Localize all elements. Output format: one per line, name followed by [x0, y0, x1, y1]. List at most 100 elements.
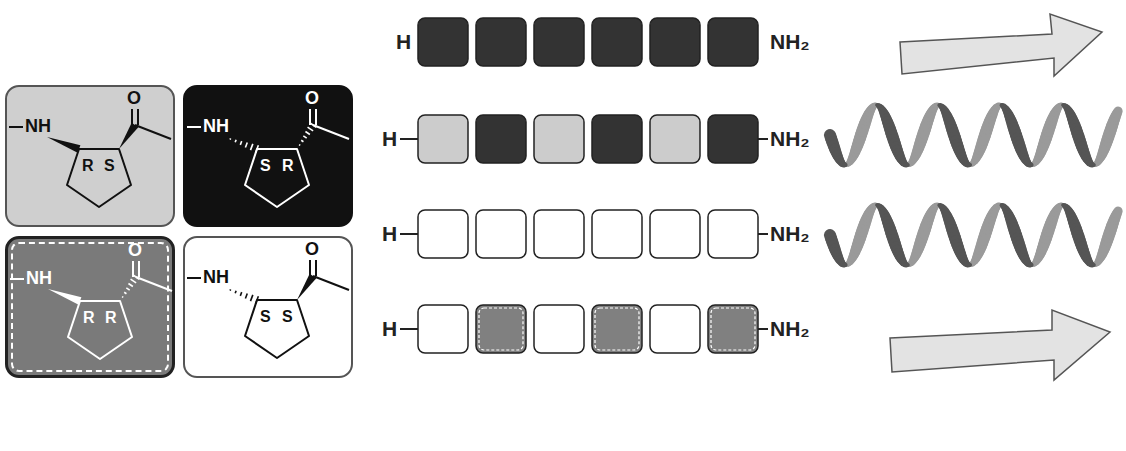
helix-front [844, 163, 845, 167]
bond-line [400, 233, 418, 235]
residue-tile: NH O SS [183, 236, 353, 378]
helix-front [969, 263, 970, 266]
hash-bond [240, 292, 241, 296]
double-bond [131, 109, 133, 125]
ring [245, 149, 309, 207]
residue-dash [595, 308, 639, 350]
helix-back [1117, 211, 1118, 213]
double-bond [309, 260, 311, 276]
stereo-label: R [105, 309, 117, 327]
residue-square [592, 305, 642, 353]
hash-bond [124, 292, 126, 293]
residue-square [534, 115, 584, 163]
residue-square [592, 115, 642, 163]
residue-square [476, 210, 526, 258]
stereo-label: S [260, 157, 271, 175]
amine-label: NH [25, 117, 51, 135]
double-bond [309, 109, 311, 125]
bond-line [187, 277, 201, 279]
helix-front [969, 163, 970, 166]
c-terminus-label: NH₂ [770, 31, 810, 53]
hash-bond [301, 140, 303, 141]
stereo-label: R [83, 309, 95, 327]
helix-front [1030, 263, 1031, 267]
hash-bond [245, 143, 247, 148]
helix-ribbons [830, 105, 1118, 265]
residue-square [476, 115, 526, 163]
residue-square [418, 115, 468, 163]
wedge-bond [47, 137, 80, 153]
residue-square [534, 305, 584, 353]
wedge-bond [119, 123, 138, 149]
residue-dash [711, 308, 755, 350]
strand-arrows [890, 14, 1110, 380]
bond-line [135, 125, 171, 139]
residue-square [708, 115, 758, 163]
bond-line [10, 278, 24, 280]
hash-bond [305, 132, 309, 135]
oxygen-label: O [305, 240, 319, 258]
peptide-chains [400, 18, 768, 353]
hash-bond [229, 289, 231, 290]
residue-square [476, 305, 526, 353]
hash-bond [250, 144, 252, 150]
helix-front [844, 263, 845, 267]
bond-line [758, 233, 768, 235]
residue-tile: NH O RS [5, 85, 175, 227]
residue-square [708, 210, 758, 258]
stereo-label: R [282, 157, 294, 175]
c-terminus-label: NH₂ [770, 318, 810, 340]
bond-line [400, 328, 418, 330]
hash-bond [234, 291, 237, 293]
wedge-bond [297, 274, 316, 300]
hash-bond [122, 296, 123, 298]
n-terminus-label: H [382, 318, 397, 340]
bond-line [313, 125, 349, 139]
helix-back [1117, 111, 1118, 113]
double-bond [137, 109, 139, 125]
bond-line [400, 138, 418, 140]
bond-line [758, 138, 768, 140]
stereo-label: S [104, 157, 115, 175]
double-bond [138, 261, 140, 277]
stereo-label: S [260, 308, 271, 326]
residue-tile: NH O RR [5, 236, 175, 378]
amine-label: NH [203, 268, 229, 286]
ring [67, 149, 131, 207]
residue-square [708, 305, 758, 353]
oxygen-label: O [305, 89, 319, 107]
residue-square [418, 305, 468, 353]
strand-arrow [890, 310, 1110, 380]
hash-bond [299, 144, 300, 146]
n-terminus-label: H [396, 31, 411, 53]
double-bond [315, 109, 317, 125]
residue-square [650, 18, 700, 66]
bond-line [187, 126, 201, 128]
residue-square [534, 210, 584, 258]
hash-bond [234, 140, 237, 142]
hash-bond [303, 136, 306, 138]
bond-line [9, 126, 23, 128]
c-terminus-label: NH₂ [770, 223, 810, 245]
stereo-label: R [82, 157, 94, 175]
hash-bond [250, 295, 252, 301]
oxygen-label: O [128, 241, 142, 259]
stereo-label: S [282, 308, 293, 326]
residue-square [650, 305, 700, 353]
ring [245, 300, 309, 358]
amine-label: NH [26, 269, 52, 287]
double-bond [132, 261, 134, 277]
helix-front [907, 263, 908, 267]
helix-front [907, 163, 908, 167]
c-terminus-label: NH₂ [770, 128, 810, 150]
residue-square [708, 18, 758, 66]
helix-front [1093, 163, 1094, 167]
residue-square [418, 210, 468, 258]
bond-line [758, 328, 768, 330]
residue-square [592, 210, 642, 258]
oxygen-label: O [127, 89, 141, 107]
residue-square [592, 18, 642, 66]
ring [68, 301, 132, 359]
